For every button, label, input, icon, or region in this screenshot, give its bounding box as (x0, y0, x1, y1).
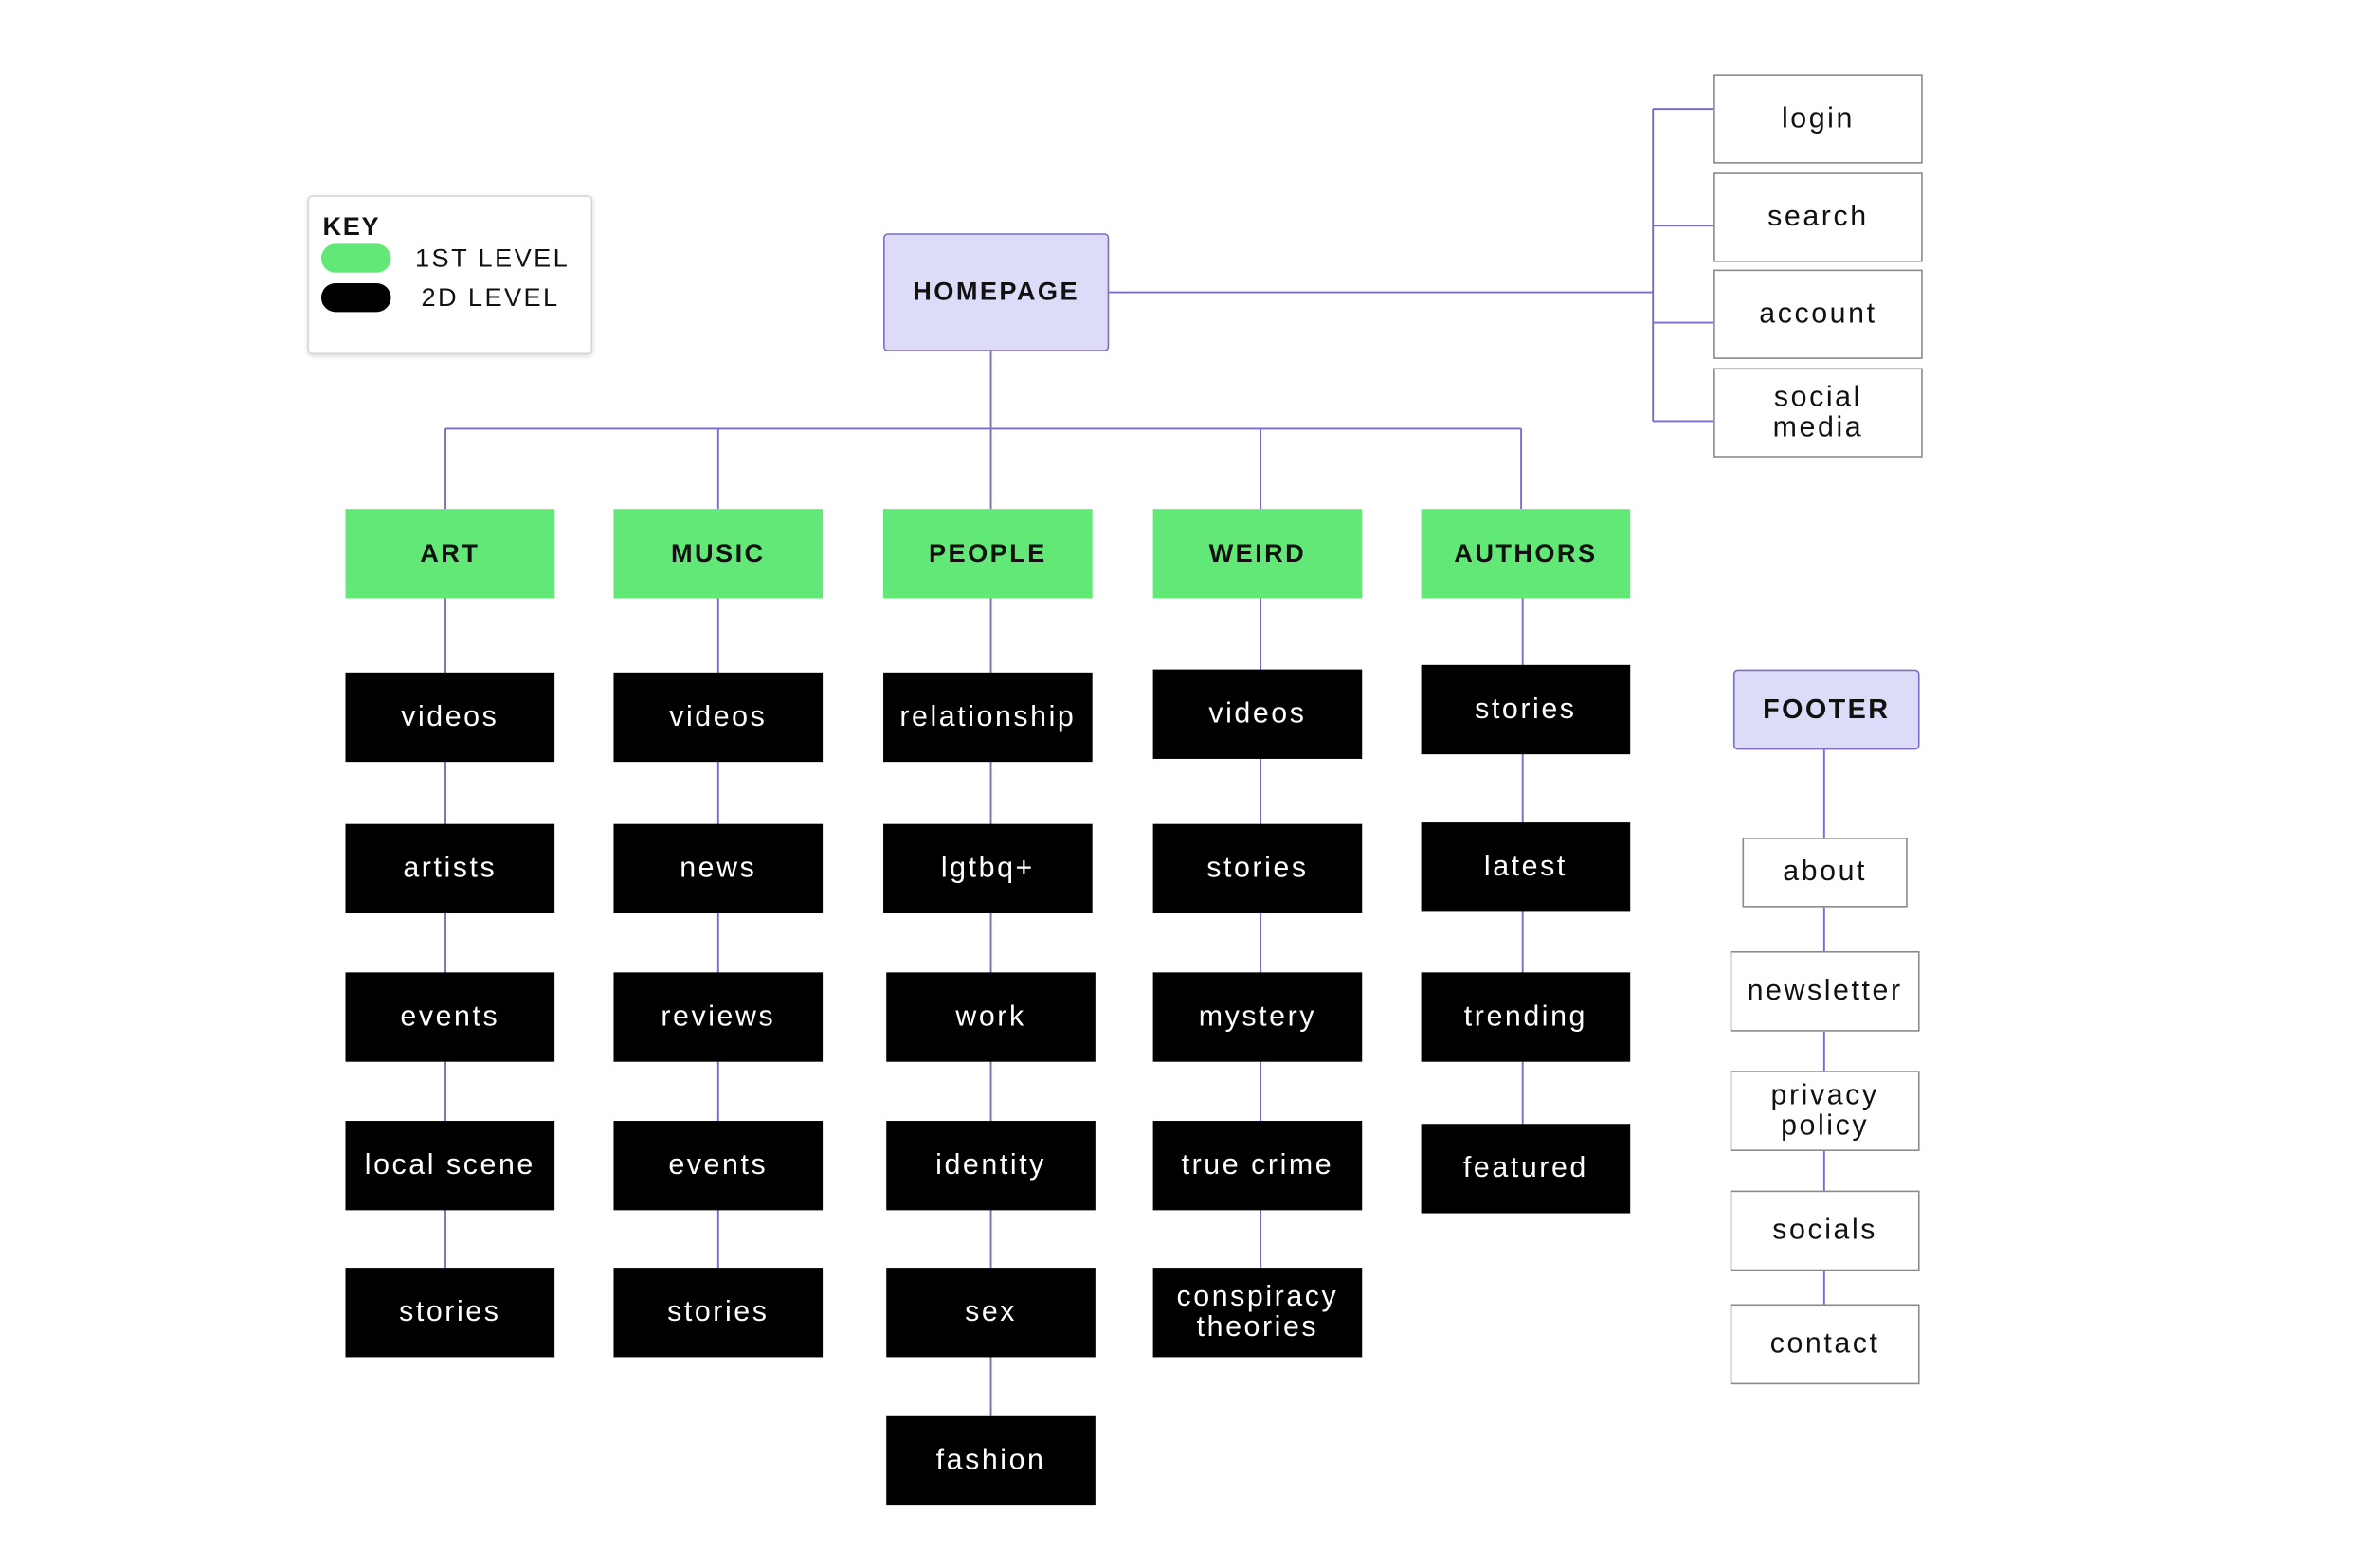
authors-item-trending: trending (1421, 972, 1631, 1062)
utility-social-media: social media (1713, 368, 1923, 458)
authors-item-stories: stories (1421, 664, 1631, 755)
music-item-stories: stories (613, 1268, 824, 1358)
category-music: MUSIC (613, 509, 824, 599)
music-item-reviews: reviews (613, 972, 824, 1062)
legend-key: KEY 1ST LEVEL 2D LEVEL (307, 195, 593, 355)
music-item-news: news (613, 823, 824, 914)
utility-search: search (1713, 172, 1923, 262)
authors-item-featured: featured (1421, 1124, 1631, 1214)
homepage-node: HOMEPAGE (883, 233, 1110, 351)
category-people: PEOPLE (883, 509, 1093, 599)
weird-item-stories: stories (1152, 823, 1363, 914)
weird-item-videos: videos (1152, 669, 1363, 759)
art-item-videos: videos (345, 672, 555, 763)
utility-account: account (1713, 269, 1923, 359)
authors-item-latest: latest (1421, 822, 1631, 912)
people-item-identity: identity (886, 1121, 1096, 1211)
people-item-fashion: fashion (886, 1415, 1096, 1506)
footer-item-privacy-policy: privacy policy (1730, 1071, 1920, 1152)
footer-item-newsletter: newsletter (1730, 950, 1920, 1032)
category-authors: AUTHORS (1421, 509, 1631, 599)
footer-item-socials: socials (1730, 1190, 1920, 1271)
art-item-artists: artists (345, 823, 555, 914)
people-item-lgtbq: lgtbq+ (883, 823, 1093, 914)
legend-title: KEY (322, 211, 381, 242)
weird-item-mystery: mystery (1152, 972, 1363, 1062)
weird-item-conspiracy-theories: conspiracy theories (1152, 1268, 1363, 1358)
music-item-events: events (613, 1121, 824, 1211)
legend-label-first-level: 1ST LEVEL (415, 243, 571, 273)
footer-item-contact: contact (1730, 1304, 1920, 1385)
category-art: ART (345, 509, 555, 599)
footer-item-about: about (1742, 838, 1908, 908)
people-item-sex: sex (886, 1268, 1096, 1358)
music-item-videos: videos (613, 672, 824, 763)
art-item-local-scene: local scene (345, 1121, 555, 1211)
legend-label-second-level: 2D LEVEL (421, 282, 560, 313)
footer-node: FOOTER (1732, 669, 1920, 750)
legend-swatch-second-level (320, 282, 391, 313)
art-item-events: events (345, 972, 555, 1062)
legend-swatch-first-level (320, 243, 391, 273)
utility-login: login (1713, 74, 1923, 164)
category-weird: WEIRD (1152, 509, 1363, 599)
art-item-stories: stories (345, 1268, 555, 1358)
people-item-work: work (886, 972, 1096, 1062)
weird-item-true-crime: true crime (1152, 1121, 1363, 1211)
people-item-relationship: relationship (883, 672, 1093, 763)
